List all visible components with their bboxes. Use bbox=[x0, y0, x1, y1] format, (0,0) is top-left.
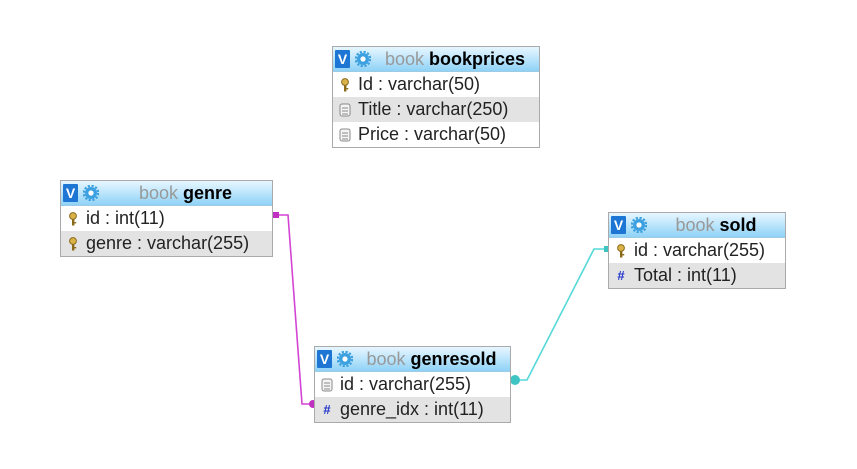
table-db-name: book bbox=[366, 349, 406, 369]
table-header[interactable]: V book bookprices bbox=[333, 47, 539, 72]
column-label: id : varchar(255) bbox=[634, 240, 766, 260]
table-header[interactable]: V book genre bbox=[61, 181, 272, 206]
column-row[interactable]: Price : varchar(50) bbox=[333, 122, 539, 147]
hash-icon: # bbox=[323, 401, 331, 417]
table-db-name: book bbox=[138, 183, 178, 203]
column-label: Total : int(11) bbox=[634, 265, 737, 285]
column-label: id : int(11) bbox=[86, 208, 165, 228]
relation-end-genre bbox=[273, 212, 279, 218]
table-name: genre bbox=[183, 183, 233, 203]
column-icon bbox=[321, 378, 333, 391]
toggle-columns-button[interactable]: V bbox=[611, 216, 626, 234]
column-row[interactable]: Title : varchar(250) bbox=[333, 97, 539, 122]
table-header[interactable]: V book sold bbox=[609, 213, 785, 238]
column-label: Price : varchar(50) bbox=[358, 124, 507, 144]
column-label: genre_idx : int(11) bbox=[340, 399, 484, 419]
hash-icon: # bbox=[617, 267, 625, 283]
column-row[interactable]: # genre_idx : int(11) bbox=[315, 397, 510, 422]
table-title[interactable]: book genre bbox=[99, 181, 272, 205]
relation-end-genresold-id bbox=[510, 375, 520, 385]
toggle-columns-button[interactable]: V bbox=[317, 350, 332, 368]
column-label: id : varchar(255) bbox=[340, 374, 472, 394]
column-icon bbox=[339, 103, 351, 116]
column-row[interactable]: id : int(11) bbox=[61, 206, 272, 231]
toggle-columns-button[interactable]: V bbox=[335, 50, 350, 68]
table-genre[interactable]: V book genre id : int(11) bbox=[60, 180, 273, 257]
table-db-name: book bbox=[384, 49, 424, 69]
relation-line-sold-genresold bbox=[512, 248, 609, 381]
table-name: bookprices bbox=[429, 49, 526, 69]
column-row[interactable]: # Total : int(11) bbox=[609, 263, 785, 288]
gear-icon[interactable] bbox=[337, 351, 353, 367]
toggle-columns-button[interactable]: V bbox=[63, 184, 78, 202]
gear-icon[interactable] bbox=[355, 51, 371, 67]
column-label: Title : varchar(250) bbox=[358, 99, 509, 119]
table-sold[interactable]: V book sold id : varchar(255) # Total : … bbox=[608, 212, 786, 289]
table-db-name: book bbox=[675, 215, 715, 235]
gear-icon[interactable] bbox=[83, 185, 99, 201]
column-row[interactable]: Id : varchar(50) bbox=[333, 72, 539, 97]
table-title[interactable]: book sold bbox=[647, 213, 785, 237]
table-header[interactable]: V book genresold bbox=[315, 347, 510, 372]
column-row[interactable]: id : varchar(255) bbox=[315, 372, 510, 397]
key-icon bbox=[69, 236, 77, 250]
key-icon bbox=[69, 211, 77, 225]
relation-line-genre-genresold bbox=[274, 214, 316, 405]
column-icon bbox=[339, 128, 351, 141]
key-icon bbox=[341, 77, 349, 91]
column-row[interactable]: id : varchar(255) bbox=[609, 238, 785, 263]
column-row[interactable]: genre : varchar(255) bbox=[61, 231, 272, 256]
column-label: genre : varchar(255) bbox=[86, 233, 250, 253]
table-title[interactable]: book bookprices bbox=[371, 47, 539, 71]
table-genresold[interactable]: V book genresold id : varchar(255) # gen… bbox=[314, 346, 511, 423]
key-icon bbox=[617, 243, 625, 257]
table-name: sold bbox=[719, 215, 757, 235]
gear-icon[interactable] bbox=[631, 217, 647, 233]
table-name: genresold bbox=[410, 349, 497, 369]
column-label: Id : varchar(50) bbox=[358, 74, 481, 94]
table-title[interactable]: book genresold bbox=[353, 347, 510, 371]
table-bookprices[interactable]: V book bookprices Id : varchar(50) bbox=[332, 46, 540, 148]
